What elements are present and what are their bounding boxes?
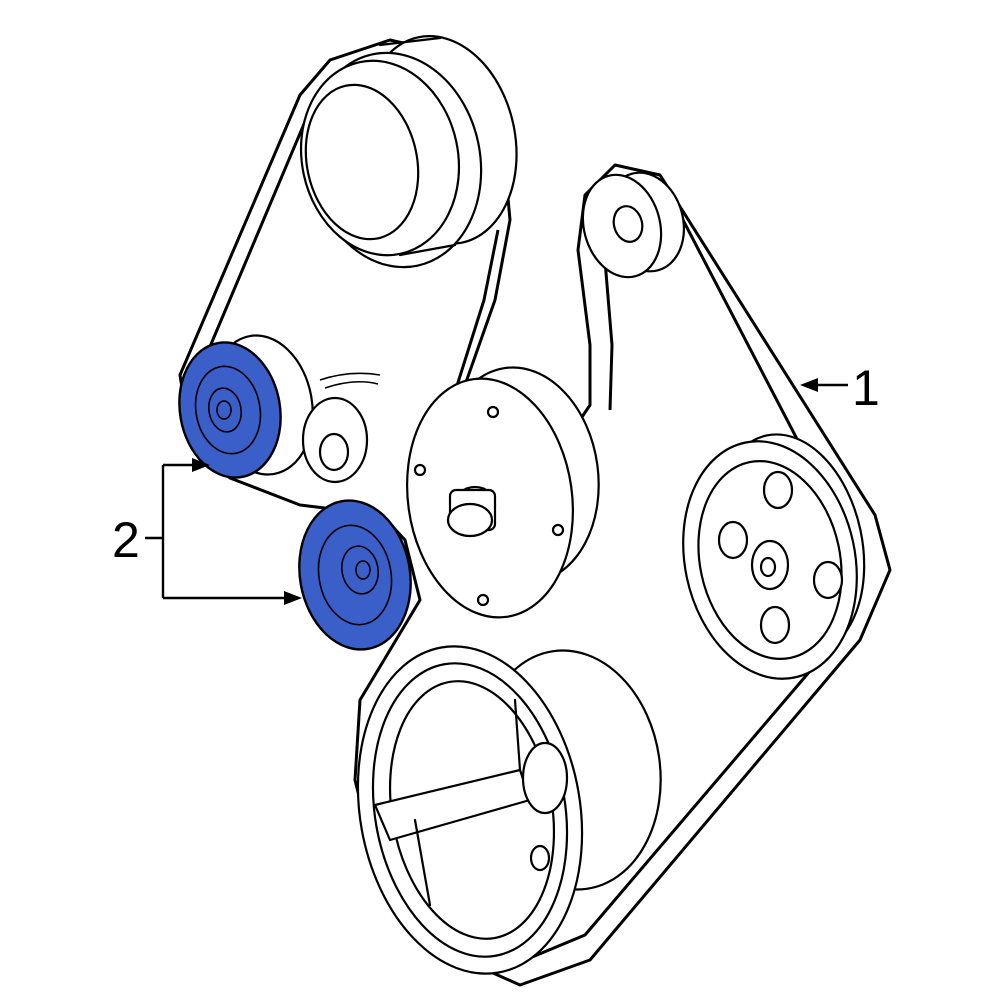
- bottom-pulley: [356, 645, 662, 975]
- right-pulley: [682, 433, 866, 680]
- callout-1-label: 1: [852, 360, 880, 416]
- top-pulley: [299, 35, 518, 269]
- lower-idler-pulley: [298, 499, 412, 651]
- upper-idler-pulley: [178, 341, 282, 479]
- callout-1: 1: [800, 360, 880, 416]
- tensioner-pulley: [581, 171, 686, 279]
- lower-idler-outer: [298, 499, 412, 651]
- callout-2: 2: [112, 458, 302, 605]
- center-hub-pulley: [405, 366, 600, 619]
- callout-2-label: 2: [112, 512, 140, 568]
